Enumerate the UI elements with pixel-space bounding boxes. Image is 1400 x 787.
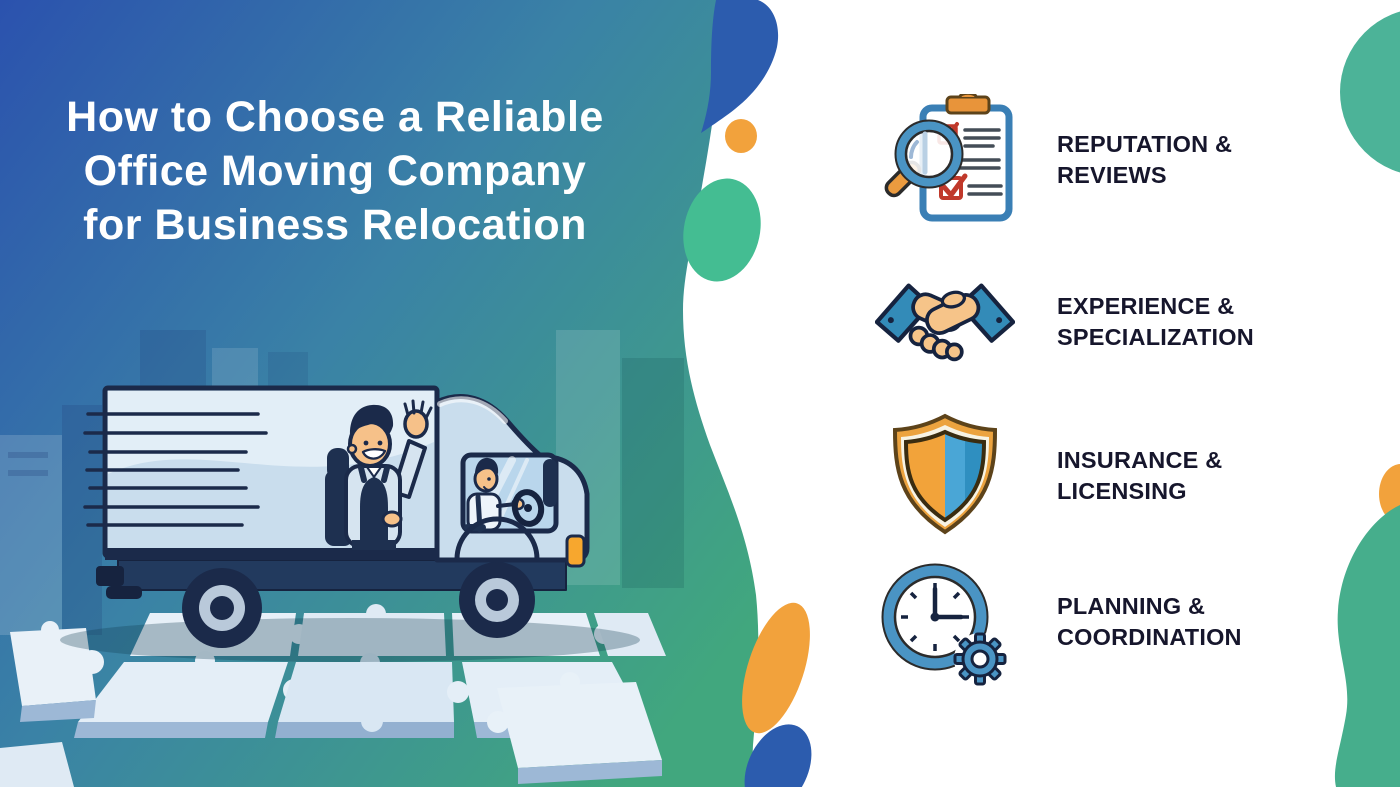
right-green-wave xyxy=(1334,505,1400,787)
speed-lines xyxy=(83,412,268,527)
truck-shadow xyxy=(60,618,640,662)
puzzle-piece-right xyxy=(487,672,662,784)
page-title: How to Choose a Reliable Office Moving C… xyxy=(66,93,604,249)
item-label: PLANNING & COORDINATION xyxy=(1057,593,1242,650)
clock-gear-icon xyxy=(875,556,1015,688)
waving-hand xyxy=(403,399,433,439)
front-wheel xyxy=(459,562,535,638)
handshake-icon xyxy=(875,256,1015,388)
corner-green-circle xyxy=(1340,11,1400,173)
clipboard-magnifier-icon xyxy=(875,94,1015,226)
item-planning-coordination: PLANNING & COORDINATION xyxy=(875,556,1242,688)
blob-blue-bottom xyxy=(744,724,812,787)
item-label: INSURANCE & LICENSING xyxy=(1057,447,1223,504)
gear xyxy=(953,632,1007,686)
blob-blue-top xyxy=(701,0,779,133)
shield-icon xyxy=(875,410,1015,542)
item-experience-specialization: EXPERIENCE & SPECIALIZATION xyxy=(875,256,1254,388)
item-label: REPUTATION & REVIEWS xyxy=(1057,131,1233,188)
item-reputation-reviews: REPUTATION & REVIEWS xyxy=(875,94,1232,226)
item-insurance-licensing: INSURANCE & LICENSING xyxy=(875,410,1222,542)
blob-orange-small xyxy=(725,119,757,153)
decorative-blobs xyxy=(683,0,812,787)
right-decorations xyxy=(1334,11,1400,787)
rear-wheel xyxy=(182,568,262,648)
waving-mover xyxy=(344,399,433,550)
blob-green xyxy=(683,178,761,282)
driver xyxy=(466,457,545,533)
puzzle-piece-left xyxy=(10,621,104,722)
item-label: EXPERIENCE & SPECIALIZATION xyxy=(1057,293,1254,350)
blob-orange-bottom xyxy=(742,602,810,734)
moving-truck xyxy=(83,385,590,648)
